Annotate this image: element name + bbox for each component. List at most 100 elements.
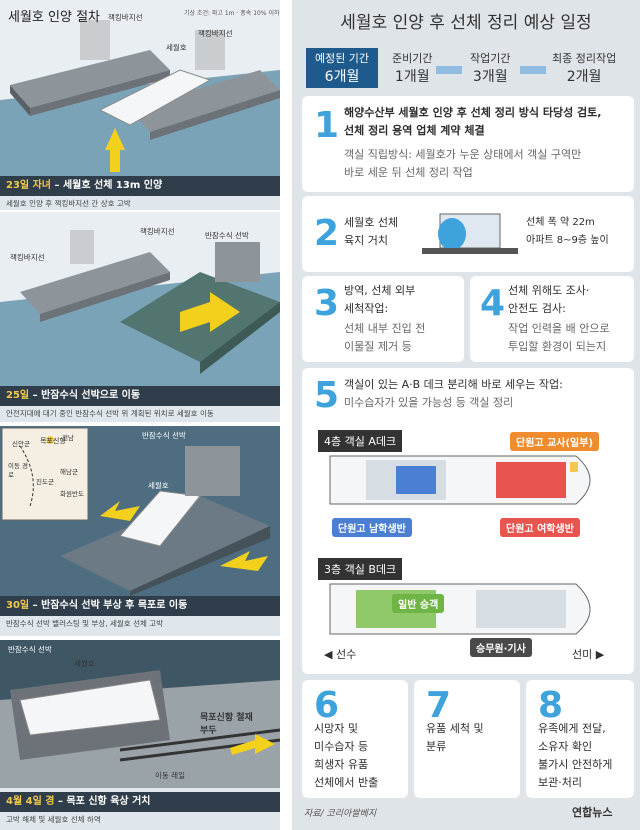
caption-4: 4월 4일 경 – 목포 신항 육상 거치 <box>0 792 280 812</box>
step-8-num: 8 <box>538 685 564 726</box>
step-8-l1: 유족에게 전달, <box>538 722 606 735</box>
step-2: 2 세월호 선체 육지 거치 선체 폭 약 22m 아파트 8~9층 높이 <box>302 196 634 272</box>
arrow-1 <box>436 66 462 74</box>
step-7-l1: 유품 세척 및 <box>426 722 484 735</box>
label-jack-barge-right: 잭킹바지선 <box>198 29 233 38</box>
float-scene <box>0 426 280 596</box>
label-rail: 이동 레일 <box>155 771 185 780</box>
label-semi-2: 반잠수식 선박 <box>142 431 186 440</box>
step-8: 8 유족에게 전달, 소유자 확인 불가시 안전하게 보관·처리 <box>526 680 634 798</box>
step-4: 4 선체 위해도 조사· 안전도 검사: 작업 인력을 배 안으로 투입할 환경… <box>470 276 634 362</box>
sub-1: 세월호 인양 후 잭킹바지선 간 상호 고박 <box>6 199 131 208</box>
label-sewol-4: 세월호 <box>74 659 95 668</box>
step-2-n1: 선체 폭 약 22m <box>526 217 595 228</box>
step-7-num: 7 <box>426 685 452 726</box>
sub-3: 반잠수식 선박 밸러스팅 및 부상, 세월호 선체 고박 <box>6 619 164 628</box>
bow-label: ◀ 선수 <box>324 648 357 661</box>
teacher-tag: 단원고 교사(일부) <box>510 432 600 451</box>
page-title: 세월호 인양 후 선체 정리 예상 일정 <box>340 13 592 33</box>
step-4-g2: 투입할 환경이 되는지 <box>508 340 607 353</box>
map-route-label: 이동 경로 <box>8 462 29 479</box>
step-2-t2: 육지 거치 <box>344 234 388 247</box>
weather-note: 기상 조건: 파고 1m · 풍속 10% 이하 <box>184 10 280 17</box>
step-8-l2: 소유자 확인 <box>538 740 593 753</box>
step-4-t1: 선체 위해도 조사· <box>508 284 590 297</box>
label-sewol-3: 세월호 <box>148 481 169 490</box>
step-2-num: 2 <box>314 213 340 254</box>
step-3: 3 방역, 선체 외부 세척작업: 선체 내부 진입 전 이물질 제거 등 <box>302 276 464 362</box>
label-jack-barge-3: 잭킹바지선 <box>140 227 175 236</box>
step-1-num: 1 <box>314 105 340 146</box>
lift-scene <box>0 0 280 176</box>
panel-port: 반잠수식 선박 세월호 목포신항 철재부두 이동 레일 4월 4일 경 – 목포… <box>0 640 280 830</box>
general-tag: 일반 승객 <box>392 594 445 613</box>
step-1: 1 해양수산부 세월호 인양 후 선체 정리 방식 타당성 검토, 선체 정리 … <box>302 96 634 192</box>
caption-2: 25일 – 반잠수식 선박으로 이동 <box>0 386 280 406</box>
panel-move: 잭킹바지선 잭킹바지선 반잠수식 선박 25일 – 반잠수식 선박으로 이동 안… <box>0 212 280 422</box>
step-6-l2: 미수습자 등 <box>314 740 369 753</box>
step-3-t2: 세척작업: <box>344 302 389 315</box>
step-6-l3: 희생자 유품 <box>314 758 369 771</box>
move-scene <box>0 212 280 386</box>
map-hwawon-label: 화원반도 <box>60 490 84 498</box>
step-6-l4: 선체에서 반출 <box>314 776 379 789</box>
boys-tag: 단원고 남학생반 <box>332 518 412 537</box>
step-4-t2: 안전도 검사: <box>508 302 566 315</box>
map-jeonnam-label: 전남 <box>62 434 74 442</box>
yonhap-logo: 연합뉴스 <box>572 806 613 819</box>
step-1-g1: 객실 직립방식: 세월호가 누운 상태에서 객실 구역만 <box>344 148 582 161</box>
step-1-t1: 해양수산부 세월호 인양 후 선체 정리 방식 타당성 검토, <box>344 106 602 119</box>
step-5-g1: 미수습자가 있을 가능성 등 객실 정리 <box>344 396 514 409</box>
map-jindo-label: 진도군 <box>36 478 54 486</box>
step-1-t2: 선체 정리 용역 업체 계약 체결 <box>344 124 485 137</box>
panel1-title: 세월호 인양 절차 <box>8 10 100 25</box>
stern-label: 선미 ▶ <box>572 648 605 661</box>
step-8-l4: 보관·처리 <box>538 776 582 789</box>
port-scene <box>0 640 280 788</box>
deck-b-plan <box>329 583 591 635</box>
source-note: 자료/ 코리아쌀베지 <box>304 809 377 819</box>
step-3-num: 3 <box>314 283 340 324</box>
sub-4: 고박 해체 및 세월호 선체 하역 <box>6 815 101 824</box>
girls-tag: 단원고 여학생반 <box>500 518 580 537</box>
left-illustration-column: 세월호 인양 절차 기상 조건: 파고 1m · 풍속 10% 이하 잭킹바지선… <box>0 0 300 830</box>
label-port: 목포신항 철재부두 <box>200 713 253 736</box>
label-jack-barge: 잭킹바지선 <box>108 13 143 22</box>
step-3-g2: 이물질 제거 등 <box>344 340 412 353</box>
step-4-num: 4 <box>480 283 506 324</box>
step-2-n2: 아파트 8~9층 높이 <box>526 235 609 246</box>
step-5-t1: 객실이 있는 A·B 데크 분리해 바로 세우는 작업: <box>344 378 563 391</box>
step-4-g1: 작업 인력을 배 안으로 <box>508 322 610 335</box>
label-semi: 반잠수식 선박 <box>205 231 249 240</box>
step-1-g2: 바로 세운 뒤 선체 정리 작업 <box>344 166 473 179</box>
step-5: 5 객실이 있는 A·B 데크 분리해 바로 세우는 작업: 미수습자가 있을 … <box>302 368 634 674</box>
step-7: 7 유품 세척 및 분류 <box>414 680 520 798</box>
deck-a-label: 4층 객실 A데크 <box>318 430 403 452</box>
step-6-l1: 시망자 및 <box>314 722 358 735</box>
step-7-l2: 분류 <box>426 740 447 753</box>
crew-tag: 승무원·기사 <box>470 638 532 657</box>
arrow-2 <box>520 66 546 74</box>
step-5-num: 5 <box>314 375 340 416</box>
hull-section-icon <box>422 213 518 254</box>
step-6: 6 시망자 및 미수습자 등 희생자 유품 선체에서 반출 <box>302 680 408 798</box>
panel-float: 목포신항 이동 경로 진도군 해남군 전남 신안군 화원반도 반잠수식 선박 세… <box>0 426 280 636</box>
map-haenam-label: 해남군 <box>60 468 78 476</box>
deck-b-label: 3층 객실 B데크 <box>318 558 403 580</box>
map-labels: 목포신항 <box>40 437 66 445</box>
step-3-t1: 방역, 선체 외부 <box>344 284 416 297</box>
step-8-l3: 불가시 안전하게 <box>538 758 613 771</box>
step-3-g1: 선체 내부 진입 전 <box>344 322 426 335</box>
sub-2: 안전지대에 대기 중인 반잠수식 선박 위 계획된 위치로 세월호 이동 <box>6 409 214 418</box>
caption-1: 23일 자녀 – 세월호 선체 13m 인양 <box>0 176 280 196</box>
step-6-num: 6 <box>314 685 340 726</box>
label-jack-barge-2: 잭킹바지선 <box>10 253 45 262</box>
step-2-t1: 세월호 선체 <box>344 216 399 229</box>
panel-lift: 세월호 인양 절차 기상 조건: 파고 1m · 풍속 10% 이하 잭킹바지선… <box>0 0 280 210</box>
map-sinan-label: 신안군 <box>12 440 30 448</box>
label-semi-3: 반잠수식 선박 <box>8 645 52 654</box>
